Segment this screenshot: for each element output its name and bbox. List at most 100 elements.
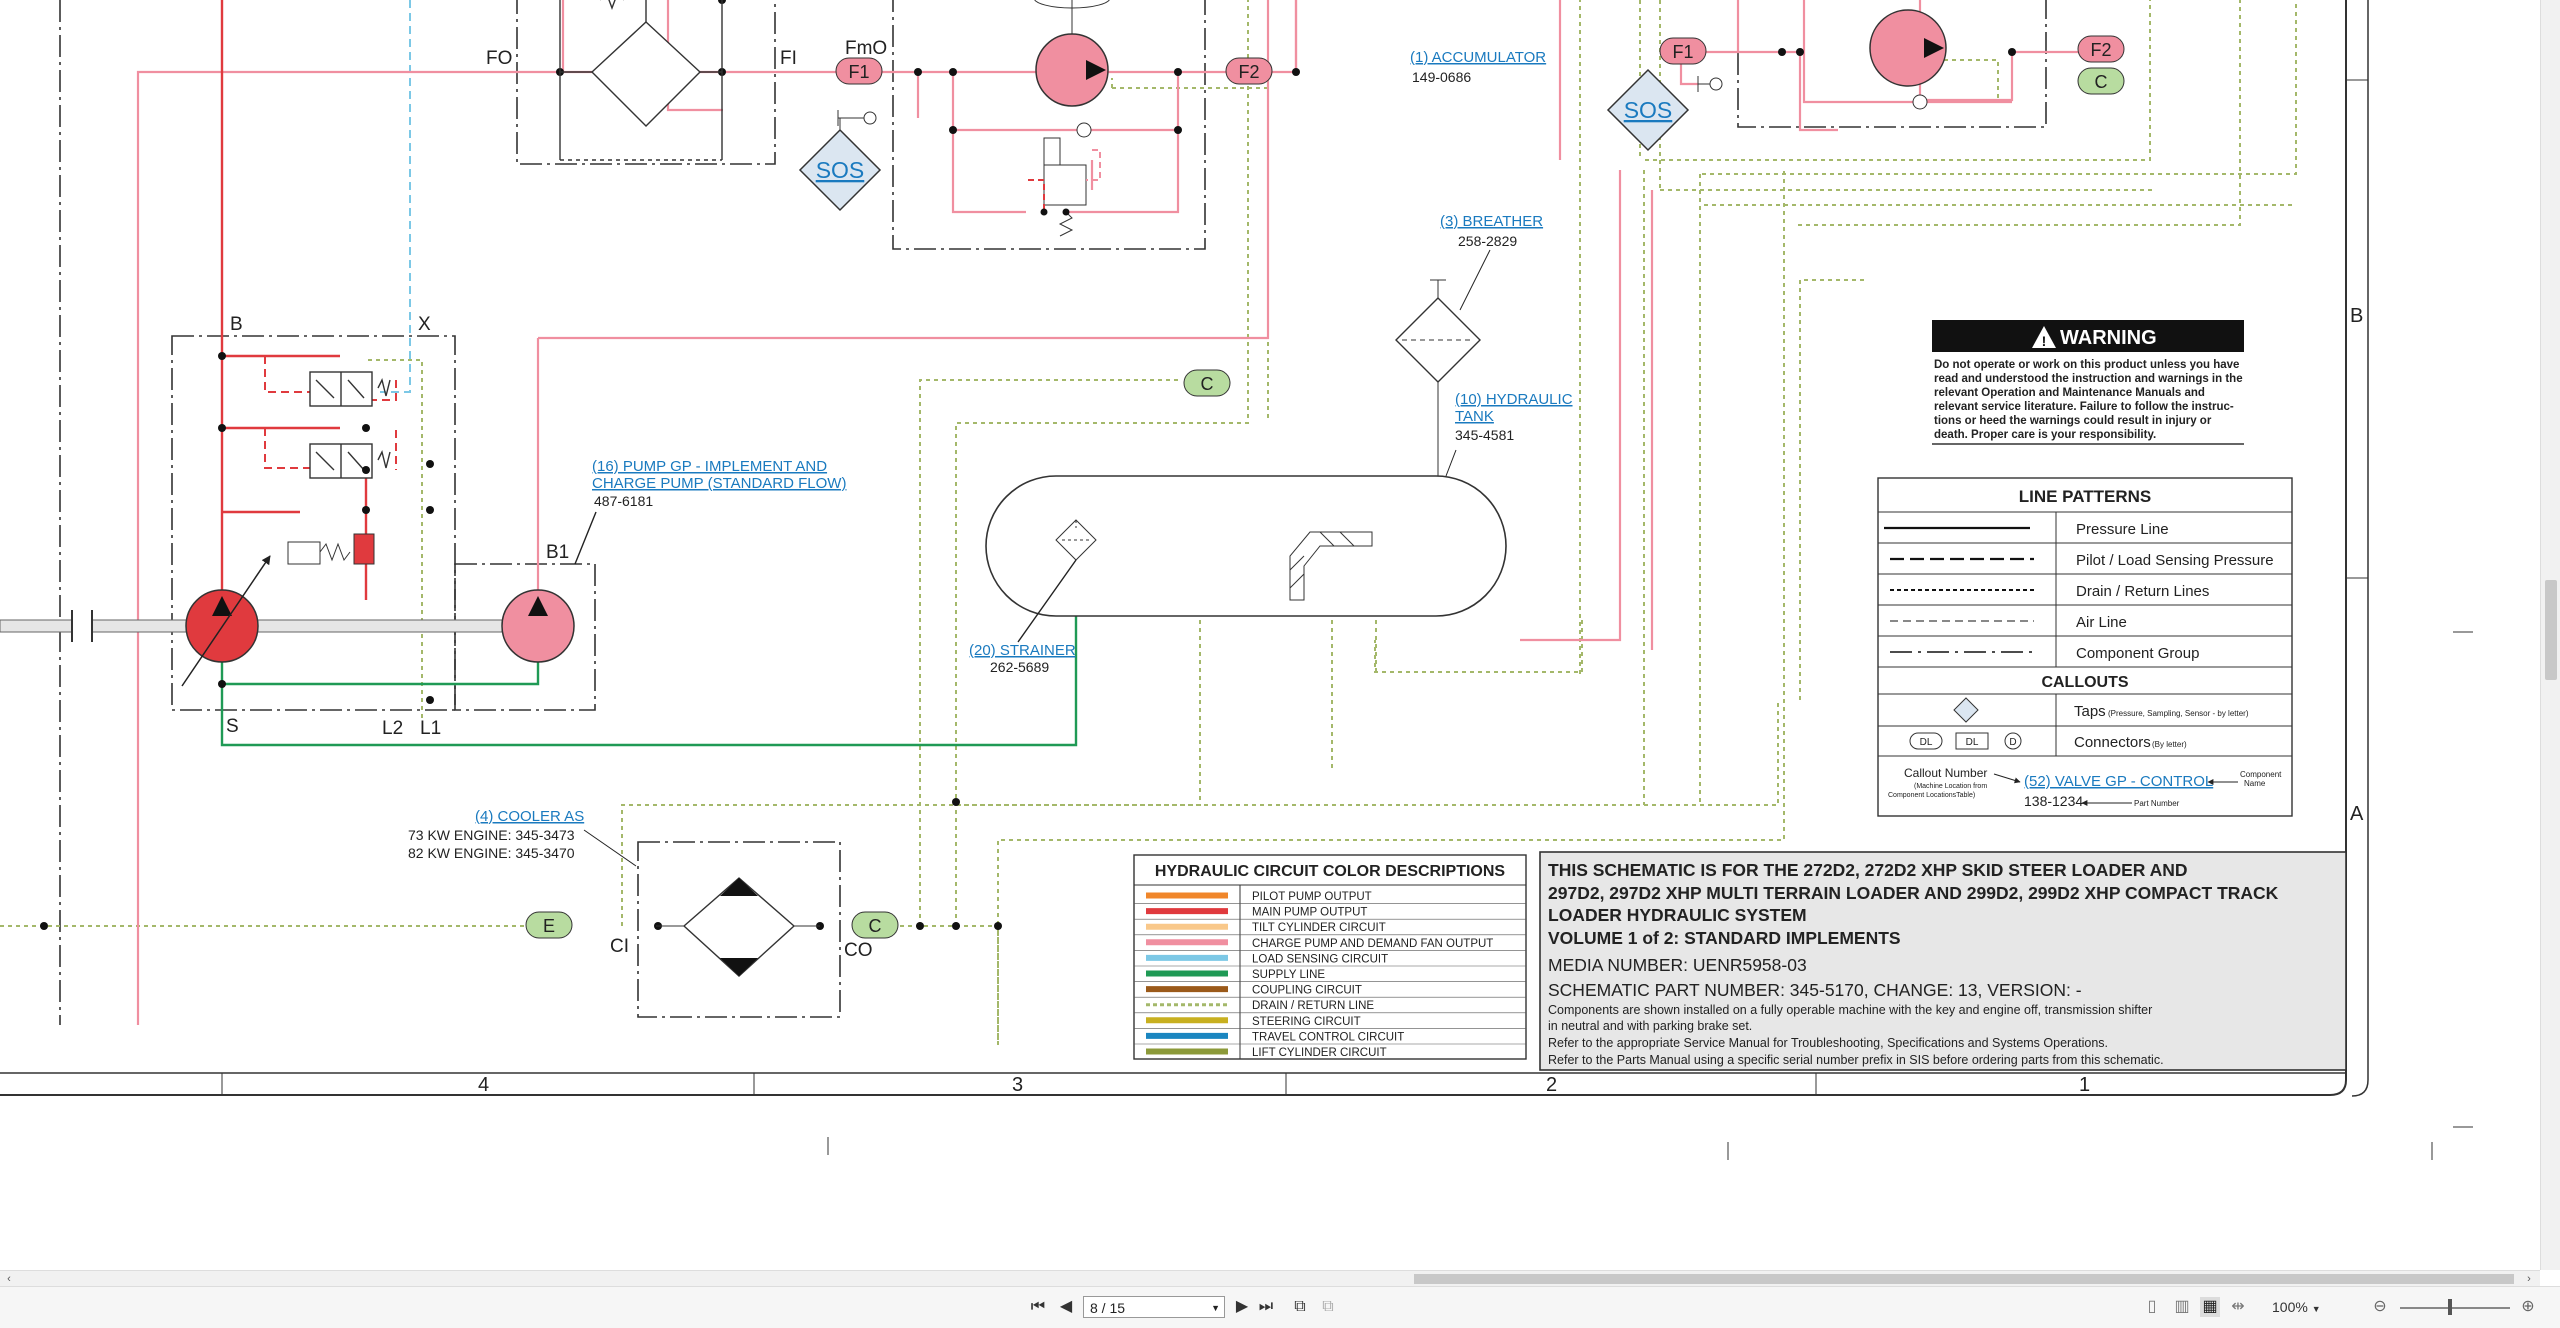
document-viewport[interactable]: B A 4 3 2 1 xyxy=(0,0,2540,1270)
zoom-slider-knob[interactable] xyxy=(2448,1299,2452,1315)
main-pump-dash xyxy=(264,356,397,470)
facing-pages-view-icon[interactable]: ▦ xyxy=(2200,1297,2220,1317)
svg-text:F2: F2 xyxy=(2090,40,2111,60)
warning-line: relevant Operation and Maintenance Manua… xyxy=(1934,387,2205,399)
callout-pump[interactable]: (16) PUMP GP - IMPLEMENT AND CHARGE PUMP… xyxy=(592,458,846,509)
warning-line: read and understood the instruction and … xyxy=(1934,373,2243,385)
title-line-3: LOADER HYDRAULIC SYSTEM xyxy=(1548,905,1807,925)
callouts-title: CALLOUTS xyxy=(2041,674,2128,691)
port-e: E xyxy=(525,911,573,939)
svg-text:Refer to the appropriate Servi: Refer to the appropriate Service Manual … xyxy=(1548,1036,2108,1050)
taps-note: (Pressure, Sampling, Sensor - by letter) xyxy=(2108,709,2249,718)
svg-text:Part Number: Part Number xyxy=(2134,799,2180,808)
breather-symbol xyxy=(1395,249,1491,477)
svg-text:262-5689: 262-5689 xyxy=(990,659,1049,675)
svg-text:F1: F1 xyxy=(848,62,869,82)
port-c-right: C xyxy=(2077,67,2125,95)
component-groups xyxy=(59,0,2047,1025)
callout-cooler[interactable]: (4) COOLER AS 73 KW ENGINE: 345-3473 82 … xyxy=(408,808,584,861)
color-description-label: PILOT PUMP OUTPUT xyxy=(1252,891,1372,903)
viewer-toolbar: ⏮ ◀ 8 / 15 ▼ ▶ ⏭ ⧉ ⧉ ▯ ▥ ▦ ⇹ 100% ▼ ⊖ ⊕ xyxy=(0,1286,2560,1328)
last-page-icon[interactable]: ⏭ xyxy=(1258,1298,1274,1315)
load-sensing-line xyxy=(380,0,411,393)
zoom-out-icon[interactable]: ⊖ xyxy=(2373,1298,2387,1315)
previous-page-icon[interactable]: ◀ xyxy=(1059,1298,1073,1315)
zoom-in-icon[interactable]: ⊕ xyxy=(2521,1298,2535,1315)
svg-text:in neutral and with parking br: in neutral and with parking brake set. xyxy=(1548,1019,1752,1033)
svg-text:CHARGE PUMP (STANDARD FLOW): CHARGE PUMP (STANDARD FLOW) xyxy=(592,475,846,492)
continuous-view-icon[interactable]: ▥ xyxy=(2174,1298,2190,1315)
charge-lines xyxy=(136,0,2078,1025)
svg-text:138-1234: 138-1234 xyxy=(2024,793,2083,809)
grid-row-a: A xyxy=(2350,803,2364,825)
svg-text:C: C xyxy=(1201,374,1214,394)
next-page-icon[interactable]: ▶ xyxy=(1235,1298,1249,1315)
svg-text:DL: DL xyxy=(1920,737,1933,748)
svg-text:FI: FI xyxy=(780,48,797,69)
warning-title: WARNING xyxy=(2060,327,2157,349)
color-legend-title: HYDRAULIC CIRCUIT COLOR DESCRIPTIONS xyxy=(1155,863,1506,880)
supply-line-2 xyxy=(222,655,540,686)
main-pump-lines xyxy=(220,0,368,620)
color-description-label: CHARGE PUMP AND DEMAND FAN OUTPUT xyxy=(1252,938,1493,950)
page-dropdown-icon[interactable]: ▼ xyxy=(1211,1303,1220,1313)
svg-text:C: C xyxy=(2095,72,2108,92)
color-description-label: COUPLING CIRCUIT xyxy=(1252,985,1362,997)
horizontal-scroll-thumb[interactable] xyxy=(1414,1274,2514,1284)
title-line-1: THIS SCHEMATIC IS FOR THE 272D2, 272D2 X… xyxy=(1548,860,2188,880)
page-layout-icon[interactable]: ⧉ xyxy=(1322,1298,1334,1315)
connectors-label: Connectors xyxy=(2074,734,2151,751)
color-description-label: TRAVEL CONTROL CIRCUIT xyxy=(1252,1031,1404,1043)
zoom-dropdown-icon[interactable]: ▼ xyxy=(2311,1304,2321,1314)
single-page-view-icon[interactable]: ▯ xyxy=(2147,1298,2157,1315)
leader-lines xyxy=(574,511,597,565)
zoom-slider[interactable] xyxy=(2400,1307,2510,1309)
svg-text:Callout Number: Callout Number xyxy=(1904,766,1987,780)
svg-text:(10) HYDRAULIC: (10) HYDRAULIC xyxy=(1455,391,1573,408)
color-description-label: SUPPLY LINE xyxy=(1252,969,1325,981)
svg-text:149-0686: 149-0686 xyxy=(1412,69,1471,85)
port-f2-right: F2 xyxy=(2077,35,2125,63)
fan-pump-assembly xyxy=(837,0,1110,237)
port-f1-left: F1 xyxy=(835,57,883,85)
scroll-left-arrow-icon[interactable]: ‹ xyxy=(7,1273,11,1285)
fit-width-icon[interactable]: ⇹ xyxy=(2231,1298,2245,1315)
svg-text:Component LocationsTable): Component LocationsTable) xyxy=(1888,792,1975,799)
sos-label-left: SOS xyxy=(816,157,865,183)
callout-accumulator[interactable]: (1) ACCUMULATOR 149-0686 xyxy=(1410,49,1546,85)
color-description-label: STEERING CIRCUIT xyxy=(1252,1016,1361,1028)
color-description-label: MAIN PUMP OUTPUT xyxy=(1252,907,1367,919)
drain-lines xyxy=(0,0,2297,1045)
svg-text:487-6181: 487-6181 xyxy=(594,493,653,509)
grid-col-4: 4 xyxy=(478,1074,489,1096)
callout-breather[interactable]: (3) BREATHER 258-2829 xyxy=(1440,213,1543,249)
rotate-page-icon[interactable]: ⧉ xyxy=(1294,1298,1306,1315)
page-number-input[interactable]: 8 / 15 ▼ xyxy=(1083,1296,1225,1318)
port-labels: FO FI FmO B X B1 S L2 L1 CI CO xyxy=(226,38,887,961)
scroll-right-arrow-icon[interactable]: › xyxy=(2527,1273,2531,1285)
svg-text:DL: DL xyxy=(1966,737,1979,748)
supply-line xyxy=(220,530,1078,747)
hydraulic-tank-symbol xyxy=(985,475,1507,643)
first-page-icon[interactable]: ⏮ xyxy=(1030,1298,1046,1315)
svg-text:(Machine Location from: (Machine Location from xyxy=(1914,783,1987,790)
vertical-scroll-thumb[interactable] xyxy=(2545,580,2557,680)
warning-line: tions or heed the warnings could result … xyxy=(1934,415,2212,427)
zoom-level[interactable]: 100% ▼ xyxy=(2272,1297,2321,1319)
warning-line: relevant service literature. Failure to … xyxy=(1934,401,2234,413)
zoom-level-value: 100% xyxy=(2272,1299,2308,1315)
warning-line: Do not operate or work on this product u… xyxy=(1934,359,2239,371)
horizontal-scrollbar[interactable]: ‹ › xyxy=(0,1270,2540,1287)
callout-strainer[interactable]: (20) STRAINER 262-5689 xyxy=(969,642,1076,675)
taps-label: Taps xyxy=(2074,703,2106,720)
svg-text:D: D xyxy=(2009,737,2016,748)
svg-text:73 KW ENGINE: 345-3473: 73 KW ENGINE: 345-3473 xyxy=(408,827,575,843)
line-pattern-label: Pressure Line xyxy=(2076,521,2169,538)
sos-label-right: SOS xyxy=(1624,97,1673,123)
warning-line: death. Proper care is your responsibilit… xyxy=(1934,429,2156,441)
line-pattern-label: Drain / Return Lines xyxy=(2076,583,2209,600)
vertical-scrollbar[interactable] xyxy=(2540,0,2560,1270)
callout-hydraulic-tank[interactable]: (10) HYDRAULIC TANK 345-4581 xyxy=(1455,391,1573,443)
svg-text:(4) COOLER AS: (4) COOLER AS xyxy=(475,808,584,825)
